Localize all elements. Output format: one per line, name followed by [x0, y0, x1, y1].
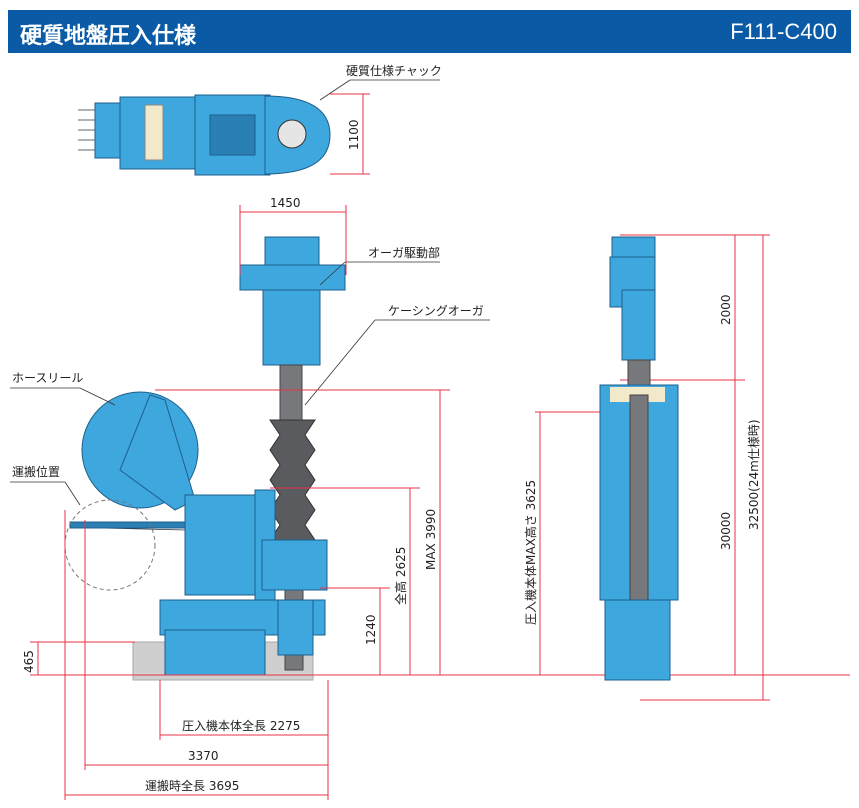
dim-max-3990: MAX 3990	[424, 509, 438, 570]
dim-body-max-height-3625: 圧入機本体MAX高さ 3625	[523, 480, 538, 625]
dim-1240: 1240	[364, 614, 378, 645]
dim-1100: 1100	[347, 119, 361, 150]
top-view	[78, 94, 331, 176]
casing-auger-label: ケーシングオーガ	[388, 304, 484, 318]
transport-position-label: 運搬位置	[12, 464, 60, 479]
page-title: 硬質地盤圧入仕様	[20, 24, 197, 49]
dim-total-height-2625: 全高 2625	[393, 547, 408, 605]
dim-32500: 32500(24m仕様時)	[747, 420, 761, 531]
model-number: F111-C400	[730, 19, 837, 44]
dim-transport-length-3695: 運搬時全長 3695	[145, 778, 239, 793]
front-view	[599, 236, 679, 681]
dim-3370: 3370	[188, 749, 219, 763]
hose-reel-label: ホースリール	[12, 371, 83, 385]
dim-body-length-2275: 圧入機本体全長 2275	[182, 718, 300, 733]
side-view	[64, 236, 346, 681]
chuck-label: 硬質仕様チャック	[346, 63, 442, 78]
dim-1450: 1450	[270, 196, 301, 210]
dim-30000: 30000	[719, 512, 733, 550]
dim-2000: 2000	[719, 294, 733, 325]
dim-465: 465	[22, 650, 36, 673]
title-bar: 硬質地盤圧入仕様 F111-C400	[8, 10, 851, 53]
auger-drive-label: オーガ駆動部	[368, 245, 440, 260]
